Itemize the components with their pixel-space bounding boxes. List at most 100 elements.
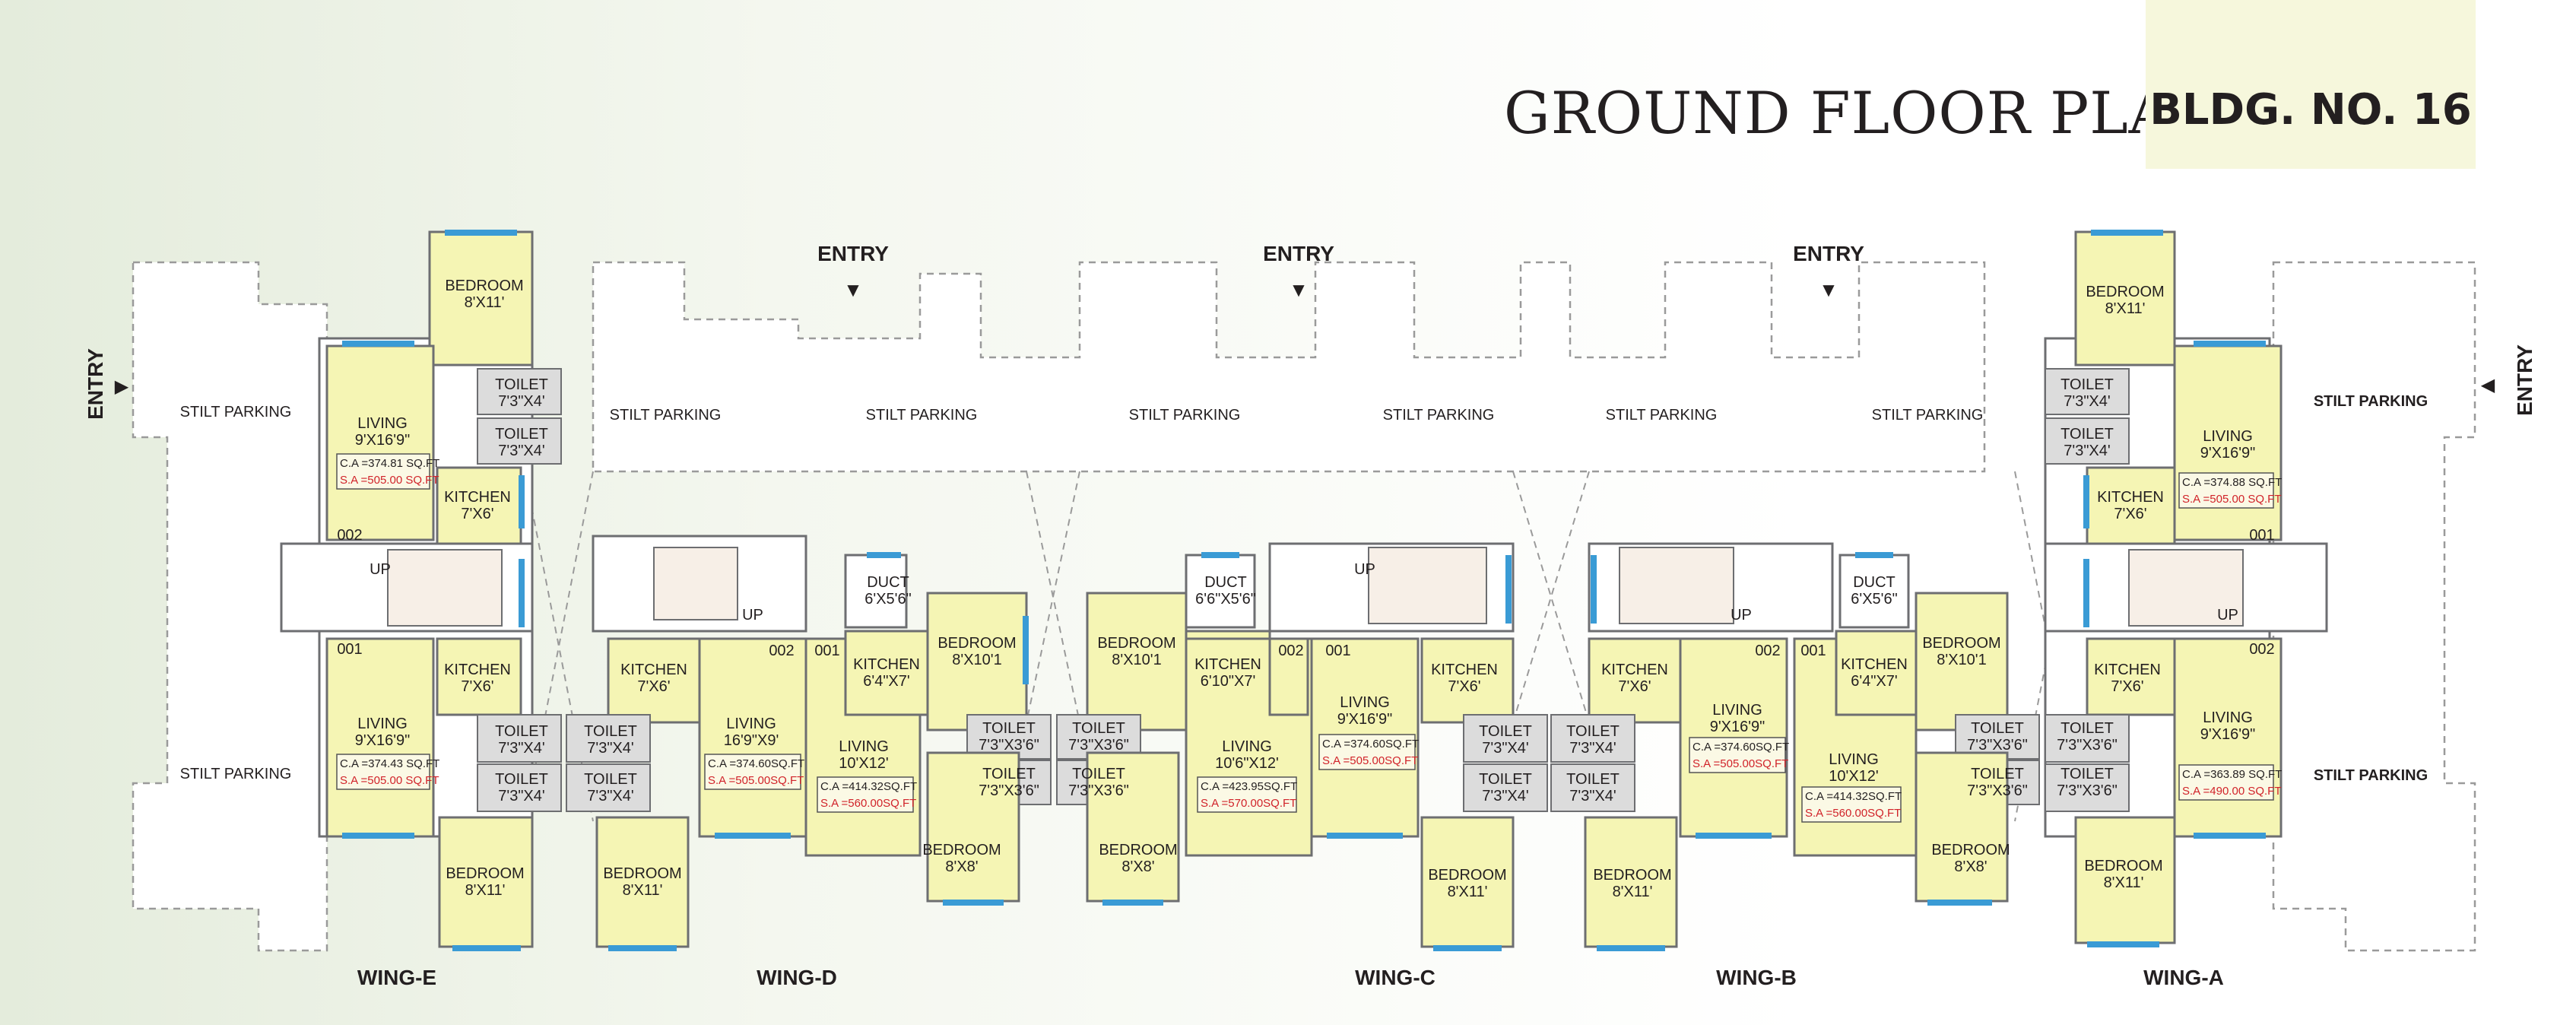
wing-c-block [1056,542,1548,951]
carpet-area: C.A =374.81 SQ.FT [340,457,439,470]
room-name: TOILET [584,771,637,788]
room-dim: 7'3"X4' [2064,393,2110,410]
room-name: TOILET [1566,771,1620,788]
svg-text:▶: ▶ [115,376,129,397]
room-dim: 6'6"X5'6" [1195,591,1256,608]
wing-d-block [566,535,1052,951]
room-name: LIVING [1712,702,1762,719]
room-dim: 8'X11' [1613,884,1653,900]
wing-label-a: WING-A [2143,966,2224,989]
carpet-area: C.A =374.43 SQ.FT [340,757,439,770]
room-dim: 8'X11' [465,882,506,899]
stair-up-label: UP [1731,607,1752,624]
room-labels: BEDROOM 8'X11' LIVING 9'X16'9" TOILET 7'… [355,278,2256,900]
room-dim: 7'3"X4' [498,788,544,804]
wing-e-block [280,230,562,951]
saleable-area: S.A =505.00SQ.FT [1322,754,1418,767]
room-name: LIVING [839,738,889,755]
flat-number: 002 [769,643,794,659]
saleable-area: S.A =505.00 SQ.FT [340,474,439,487]
room-dim: 10'6"X12' [1215,755,1279,772]
room-dim: 7'3"X4' [498,443,544,459]
stilt-parking-label: STILT PARKING [2314,767,2428,784]
entry-label-left: ENTRY [84,348,107,420]
room-name: TOILET [584,723,637,740]
stilt-parking-label: STILT PARKING [1129,407,1241,424]
room-name: TOILET [495,771,548,788]
room-name: KITCHEN [1601,662,1668,678]
room-name: TOILET [982,766,1036,782]
building-badge: BLDG. NO. 16 [2146,0,2476,169]
flat-number: 001 [1800,643,1826,659]
room-name: TOILET [982,720,1036,737]
room-dim: 8'X8' [945,858,978,875]
wing-label-b: WING-B [1716,966,1797,989]
room-dim: 7'3"X3'6" [979,782,1039,799]
carpet-area: C.A =374.88 SQ.FT [2182,476,2282,489]
room-name: TOILET [1072,720,1125,737]
stilt-parking-label: STILT PARKING [866,407,978,424]
room-dim: 7'X6' [637,678,670,695]
stair-up-label: UP [2217,607,2238,624]
room-name: KITCHEN [620,662,687,678]
saleable-area: S.A =490.00 SQ.FT [2182,785,2282,798]
saleable-area: S.A =560.00SQ.FT [820,797,916,810]
room-name: BEDROOM [445,278,523,294]
stilt-parking-labels: STILT PARKING STILT PARKING STILT PARKIN… [180,393,2428,784]
room-name: BEDROOM [1593,867,1671,884]
stair-up-label: UP [742,607,763,624]
building-number: BLDG. NO. 16 [2149,85,2472,135]
room-name: BEDROOM [1931,842,2010,858]
room-dim: 8'X10'1 [952,652,1001,668]
room-name: TOILET [2060,720,2114,737]
room-name: KITCHEN [444,662,511,678]
room-dim: 7'3"X4' [498,393,544,410]
room-name: TOILET [1072,766,1125,782]
room-dim: 9'X16'9" [2200,726,2256,743]
room-dim: 7'3"X4' [1569,740,1616,757]
room-name: BEDROOM [922,842,1001,858]
room-name: BEDROOM [1922,635,2000,652]
room-dim: 10'X12' [839,755,888,772]
room-name: TOILET [2060,426,2114,443]
room-dim: 6'4"X7' [863,673,909,690]
saleable-area: S.A =505.00 SQ.FT [340,774,439,787]
stilt-parking-label: STILT PARKING [180,766,292,782]
carpet-area: C.A =374.60SQ.FT [1322,738,1419,751]
entry-markers: ENTRY ▼ ENTRY ▼ ENTRY ▼ ENTRY ▶ ENTRY ◀ [84,242,2536,420]
room-dim: 8'X11' [465,294,505,311]
svg-text:◀: ◀ [2481,375,2495,395]
entry-label-right: ENTRY [2513,344,2536,416]
room-dim: 7'3"X4' [587,740,633,757]
room-name: DUCT [867,574,909,591]
room-dim: 7'X6' [2114,506,2146,522]
stilt-parking-label: STILT PARKING [1383,407,1495,424]
room-dim: 7'3"X4' [1482,740,1528,757]
wing-label-e: WING-E [357,966,436,989]
room-dim: 8'X11' [1448,884,1488,900]
stilt-parking-label: STILT PARKING [610,407,722,424]
room-name: KITCHEN [444,489,511,506]
room-dim: 6'X5'6" [864,591,911,608]
room-name: LIVING [2203,428,2253,445]
room-name: TOILET [1479,723,1532,740]
room-name: LIVING [357,716,408,732]
room-dim: 7'3"X3'6" [1068,737,1129,754]
stilt-parking-label: STILT PARKING [180,404,292,420]
stilt-parking-outlines [132,261,2476,952]
room-name: KITCHEN [1194,656,1261,673]
saleable-area: S.A =505.00SQ.FT [708,774,804,787]
svg-text:▼: ▼ [1819,278,1838,301]
room-dim: 9'X16'9" [1337,711,1393,728]
stilt-parking-label: STILT PARKING [1606,407,1718,424]
room-name: BEDROOM [1099,842,1177,858]
room-dim: 7'X6' [461,506,493,522]
room-name: DUCT [1853,574,1896,591]
page-title: GROUND FLOOR PLAN [1504,79,2223,147]
saleable-area: S.A =560.00SQ.FT [1805,807,1901,820]
room-dim: 7'3"X3'6" [1967,782,2028,799]
room-name: TOILET [1479,771,1532,788]
room-name: BEDROOM [937,635,1016,652]
room-name: LIVING [1340,694,1390,711]
